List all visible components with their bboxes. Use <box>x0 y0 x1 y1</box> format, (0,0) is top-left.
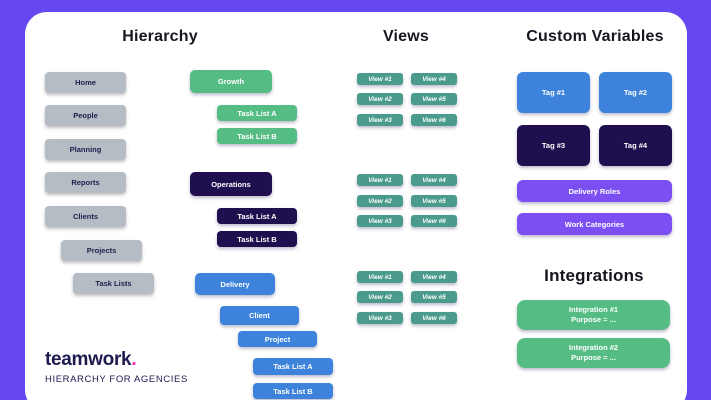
operations-task-list-b-node: Task List B <box>217 231 297 247</box>
logo-text: teamwork <box>45 349 132 370</box>
view-button: View #6 <box>411 215 457 227</box>
growth-task-list-a-node: Task List A <box>217 105 297 121</box>
tag-2-tile: Tag #2 <box>599 72 672 113</box>
views-section-title: Views <box>382 28 430 45</box>
team-growth-node: Growth <box>190 70 272 93</box>
integration-name: Integration #2 <box>568 342 619 352</box>
view-button: View #1 <box>357 271 403 283</box>
teamwork-logo: teamwork. <box>45 349 137 371</box>
delivery-client-node: Client <box>220 306 299 325</box>
integration-purpose: Purpose = ... <box>571 353 616 362</box>
delivery-roles-button: Delivery Roles <box>517 180 672 202</box>
tag-4-tile: Tag #4 <box>599 125 672 166</box>
integration-purpose: Purpose = ... <box>571 315 616 324</box>
team-delivery-node: Delivery <box>195 273 275 295</box>
view-button: View #2 <box>357 195 403 207</box>
view-button: View #1 <box>357 174 403 186</box>
integration-name: Integration #1 <box>568 304 619 314</box>
nav-item-task-lists: Task Lists <box>73 273 154 294</box>
view-button: View #5 <box>411 195 457 207</box>
view-button: View #6 <box>411 312 457 324</box>
work-categories-button: Work Categories <box>517 213 672 235</box>
nav-item-reports: Reports <box>45 172 126 193</box>
growth-task-list-b-node: Task List B <box>217 128 297 144</box>
nav-item-clients: Clients <box>45 206 126 227</box>
nav-item-home: Home <box>45 72 126 93</box>
delivery-task-list-a-node: Task List A <box>253 358 333 375</box>
view-button: View #4 <box>411 271 457 283</box>
view-button: View #2 <box>357 93 403 105</box>
tagline: HIERARCHY FOR AGENCIES <box>45 374 188 385</box>
view-button: View #4 <box>411 174 457 186</box>
view-button: View #2 <box>357 291 403 303</box>
custom-variables-section-title: Custom Variables <box>526 28 664 45</box>
tag-1-tile: Tag #1 <box>517 72 590 113</box>
integration-1-card: Integration #1 Purpose = ... <box>517 300 670 330</box>
view-button: View #4 <box>411 73 457 85</box>
tag-3-tile: Tag #3 <box>517 125 590 166</box>
hierarchy-section-title: Hierarchy <box>122 28 198 45</box>
view-button: View #5 <box>411 291 457 303</box>
logo-dot: . <box>131 349 137 370</box>
nav-item-planning: Planning <box>45 139 126 160</box>
view-button: View #5 <box>411 93 457 105</box>
view-button: View #3 <box>357 312 403 324</box>
integration-2-card: Integration #2 Purpose = ... <box>517 338 670 368</box>
view-button: View #3 <box>357 114 403 126</box>
nav-item-people: People <box>45 105 126 126</box>
nav-item-projects: Projects <box>61 240 142 261</box>
delivery-project-node: Project <box>238 331 317 347</box>
team-operations-node: Operations <box>190 172 272 196</box>
operations-task-list-a-node: Task List A <box>217 208 297 224</box>
view-button: View #3 <box>357 215 403 227</box>
integrations-section-title: Integrations <box>544 266 644 285</box>
delivery-task-list-b-node: Task List B <box>253 383 333 399</box>
view-button: View #6 <box>411 114 457 126</box>
view-button: View #1 <box>357 73 403 85</box>
